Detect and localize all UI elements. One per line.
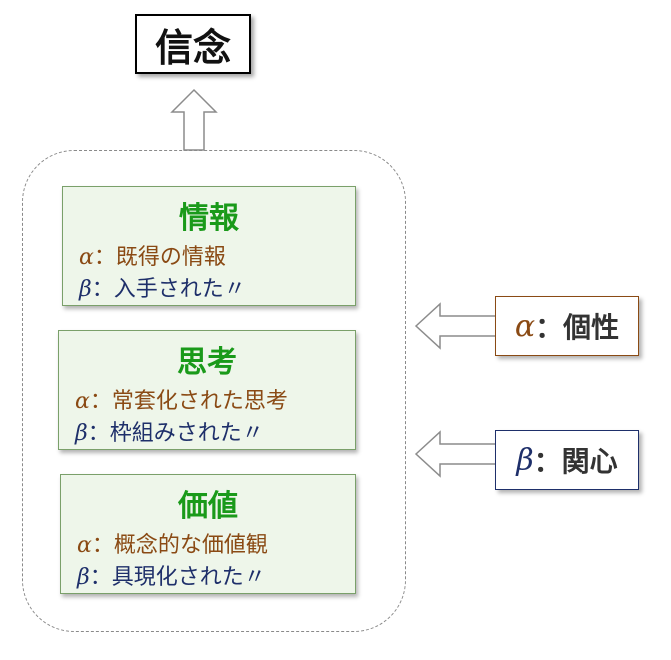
beta-symbol: β bbox=[77, 565, 90, 590]
card-title: 価値 bbox=[178, 489, 238, 524]
belief-box: 信念 bbox=[135, 14, 251, 74]
card-thinking: 思考 α：常套化された思考 β：枠組みされた〃 bbox=[58, 330, 356, 450]
beta-symbol: β bbox=[516, 442, 534, 478]
alpha-symbol: α bbox=[79, 245, 94, 270]
card-title: 情報 bbox=[179, 201, 239, 236]
beta-text: ：具現化された〃 bbox=[89, 565, 266, 590]
beta-text: ：入手された〃 bbox=[91, 277, 246, 302]
interest-label: ：関心 bbox=[533, 445, 618, 478]
alpha-text: ：常套化された思考 bbox=[89, 389, 288, 414]
left-arrow-icon bbox=[414, 430, 497, 478]
left-arrow-icon bbox=[414, 302, 497, 350]
alpha-symbol: α bbox=[75, 389, 90, 414]
beta-symbol: β bbox=[75, 421, 88, 446]
personality-box: α：個性 bbox=[495, 296, 639, 356]
card-beta-line: β：入手された〃 bbox=[79, 271, 246, 303]
belief-label: 信念 bbox=[154, 25, 231, 70]
dashed-frame bbox=[22, 150, 406, 632]
card-alpha-line: α：常套化された思考 bbox=[75, 383, 288, 415]
card-beta-line: β：具現化された〃 bbox=[77, 559, 266, 591]
card-alpha-line: α：概念的な価値観 bbox=[77, 527, 268, 559]
up-arrow-icon bbox=[170, 88, 218, 151]
beta-text: ：枠組みされた〃 bbox=[87, 421, 264, 446]
alpha-symbol: α bbox=[514, 308, 536, 344]
interest-box: β：関心 bbox=[495, 430, 639, 490]
card-alpha-line: α：既得の情報 bbox=[79, 239, 226, 271]
alpha-symbol: α bbox=[77, 533, 92, 558]
personality-label: ：個性 bbox=[535, 311, 620, 344]
beta-symbol: β bbox=[79, 277, 92, 302]
card-title: 思考 bbox=[177, 345, 237, 380]
alpha-text: ：概念的な価値観 bbox=[91, 533, 268, 558]
card-information: 情報 α：既得の情報 β：入手された〃 bbox=[62, 186, 356, 306]
card-value: 価値 α：概念的な価値観 β：具現化された〃 bbox=[60, 474, 356, 594]
card-beta-line: β：枠組みされた〃 bbox=[75, 415, 264, 447]
alpha-text: ：既得の情報 bbox=[93, 245, 226, 270]
